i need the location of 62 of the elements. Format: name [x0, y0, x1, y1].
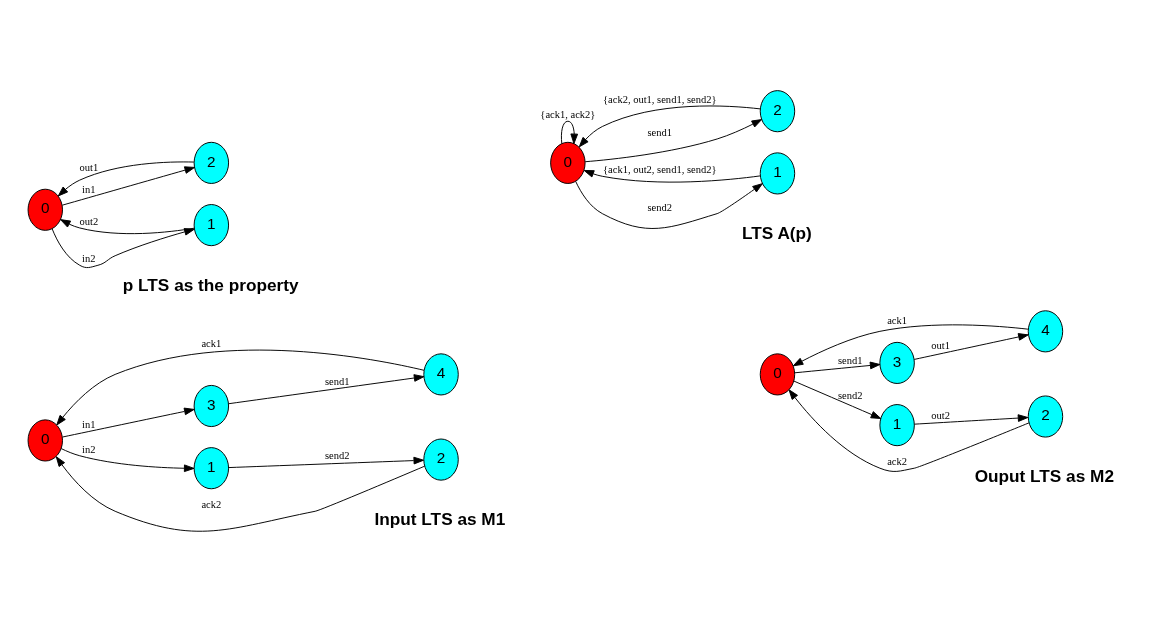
edge-label: {ack1, ack2} — [540, 109, 596, 121]
arrow — [792, 324, 1029, 367]
edge-label: ack2 — [887, 456, 908, 468]
edge-label: {ack1, out2, send1, send2} — [603, 164, 717, 176]
edge-label: out2 — [931, 410, 951, 422]
edge-label: out2 — [79, 215, 99, 227]
label: Input LTS as M1 — [374, 509, 506, 530]
edge-label: in2 — [82, 253, 96, 265]
arrow — [56, 349, 425, 426]
edge-label: ack1 — [887, 315, 908, 327]
arrow — [914, 414, 1029, 425]
arrow — [57, 161, 195, 197]
node-ellipse: 1 — [193, 447, 230, 490]
node-ellipse: 4 — [1027, 310, 1064, 353]
arrow — [578, 105, 761, 148]
edge-label: send2 — [647, 201, 673, 213]
node-ellipse: 3 — [193, 384, 230, 428]
node-ellipse: 1 — [879, 404, 915, 447]
arrow — [788, 389, 1030, 472]
node-ellipse: 2 — [1027, 395, 1064, 438]
label: LTS A(p) — [742, 222, 812, 243]
node-ellipse: 3 — [879, 341, 915, 384]
node-ellipse: 0 — [759, 353, 796, 396]
node-ellipse: 0 — [27, 188, 63, 231]
edge-label: in1 — [82, 184, 96, 196]
node-ellipse: 1 — [193, 204, 230, 247]
node-ellipse: 2 — [423, 438, 459, 481]
label: p LTS as the property — [122, 274, 299, 295]
node-ellipse: 0 — [550, 141, 586, 184]
arrow — [228, 374, 425, 405]
arrow — [913, 333, 1029, 360]
node-ellipse: 0 — [27, 419, 63, 462]
node-ellipse: 4 — [423, 353, 459, 396]
arrow — [575, 180, 763, 229]
arrow — [61, 166, 195, 206]
node-ellipse: 2 — [193, 141, 230, 184]
arrow — [228, 456, 425, 469]
arrow — [60, 219, 195, 235]
edge-label: out1 — [79, 162, 99, 174]
arrow — [583, 169, 761, 183]
edge-label: send1 — [324, 375, 350, 387]
edge-label: in2 — [82, 443, 96, 455]
edge-label: {ack2, out1, send1, send2} — [603, 94, 717, 106]
edge-label: send2 — [324, 450, 350, 462]
arrow — [560, 120, 579, 145]
edge-label: send1 — [837, 354, 863, 366]
edge-label: ack1 — [201, 338, 222, 350]
label: Ouput LTS as M2 — [974, 465, 1114, 486]
arrow — [584, 119, 763, 163]
arrow — [62, 407, 195, 438]
arrow — [51, 228, 195, 269]
arrow — [794, 361, 881, 374]
edge-label: ack2 — [201, 499, 222, 511]
edge-label: send1 — [647, 126, 673, 138]
arrow — [55, 456, 426, 532]
node-ellipse: 2 — [759, 90, 796, 133]
node-ellipse: 1 — [759, 152, 796, 195]
edge-label: out1 — [931, 340, 951, 352]
arrow — [793, 380, 882, 419]
arrow — [60, 448, 195, 473]
edge-label: in1 — [82, 418, 96, 430]
edge-label: send2 — [837, 390, 863, 402]
